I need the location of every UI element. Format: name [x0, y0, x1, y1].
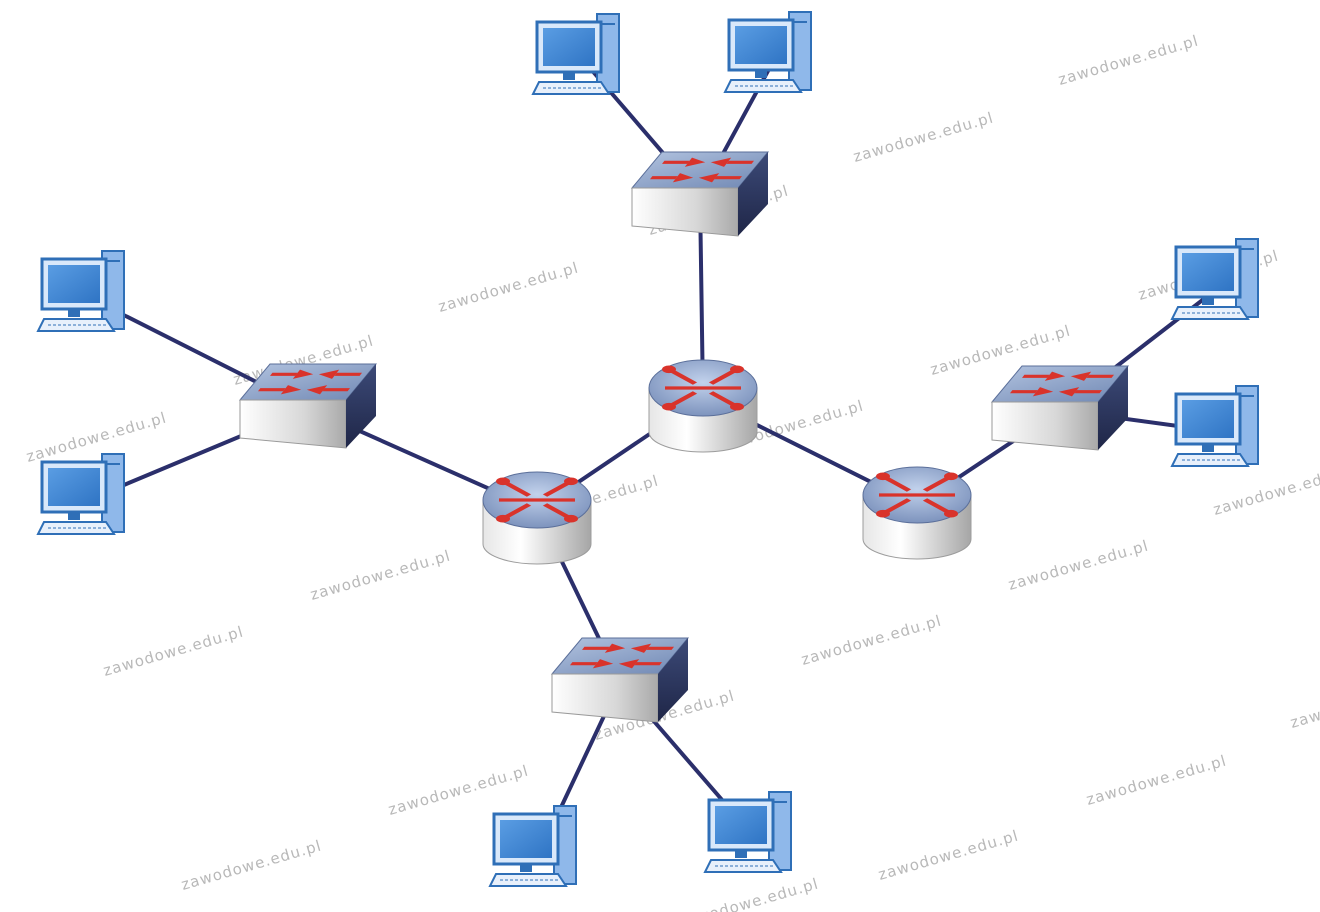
computer-icon	[531, 13, 620, 95]
computer-icon	[1170, 238, 1259, 320]
switch-icon	[550, 637, 690, 723]
watermark-text: zawodowe.edu.pl	[436, 259, 581, 316]
watermark-text: zawodowe.edu.pl	[1084, 752, 1229, 809]
computer-icon	[1170, 385, 1259, 467]
switch-icon	[990, 365, 1130, 451]
watermark-text: zawodowe.edu.pl	[851, 109, 996, 166]
router-icon	[862, 466, 972, 560]
arrows-icon	[569, 643, 675, 669]
watermark-text: zawodowe.edu.pl	[1056, 32, 1201, 89]
computer-icon	[488, 805, 577, 887]
watermark-text: zawodowe.edu.pl	[1006, 537, 1151, 594]
watermark-text: zawodowe.edu.pl	[1211, 462, 1320, 519]
devices-layer	[36, 11, 1259, 887]
computer-icon	[36, 250, 125, 332]
watermark-text: zawodowe.edu.pl	[676, 875, 821, 912]
computer-icon	[723, 11, 812, 93]
watermark-text: zawodowe.edu.pl	[386, 762, 531, 819]
computer-icon	[703, 791, 792, 873]
arrows-icon	[649, 157, 755, 183]
watermark-text: zawodowe.edu.pl	[799, 612, 944, 669]
router-icon	[482, 471, 592, 565]
watermark-text: zawodowe.edu.pl	[179, 837, 324, 894]
router-icon	[648, 359, 758, 453]
watermark-text: zawodowe.edu.pl	[24, 409, 169, 466]
watermark-text: zawodowe.edu.pl	[308, 547, 453, 604]
watermark-text: zawodowe.edu.pl	[1288, 675, 1320, 732]
watermark-text: zawodowe.edu.pl	[101, 623, 246, 680]
switch-icon	[630, 151, 770, 237]
watermark-text: zawodowe.edu.pl	[876, 827, 1021, 884]
switch-icon	[238, 363, 378, 449]
arrows-icon	[1009, 371, 1115, 397]
computer-icon	[36, 453, 125, 535]
arrows-icon	[257, 369, 363, 395]
